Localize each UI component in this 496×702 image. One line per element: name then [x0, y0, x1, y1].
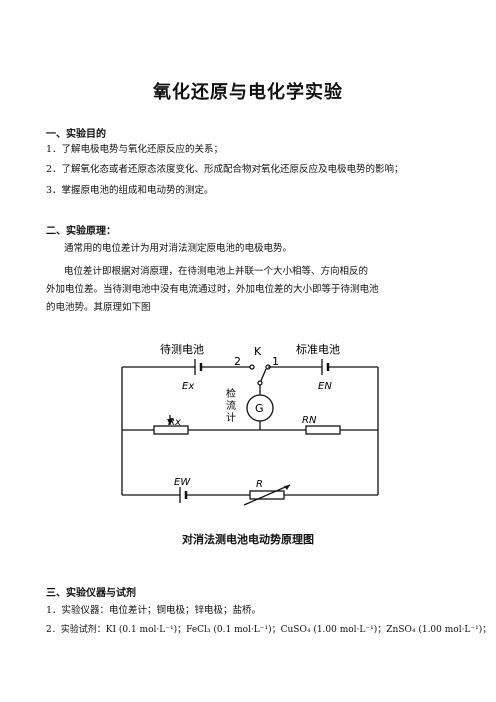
label-galvanometer-2: 流 [226, 399, 236, 412]
label-g: G [255, 402, 264, 415]
label-ew: EW [174, 477, 191, 488]
resistor-rn [305, 425, 341, 435]
label-contact-2: 2 [234, 355, 241, 368]
equipment-item: 2．实验试剂：KI (0.1 mol·L⁻¹)；FeCl₃ (0.1 mol·L… [46, 625, 492, 635]
principle-line: 外加电位差。当待测电池中没有电流通过时，外加电位差的大小即等于待测电池 [46, 284, 379, 295]
section-heading-principle: 二、实验原理： [46, 226, 116, 237]
objective-item: 2．了解氧化态或者还原态浓度变化、形成配合物对氧化还原反应及电极电势的影响； [46, 164, 404, 175]
figure-caption: 对消法测电池电动势原理图 [182, 533, 314, 546]
principle-line: 电位差计即根据对消原理，在待测电池上并联一个大小相等、方向相反的 [64, 266, 369, 277]
label-r: R [256, 479, 263, 490]
label-switch-k: K [254, 345, 262, 358]
label-rn: RN [302, 415, 317, 426]
label-en: EN [318, 381, 332, 392]
section-heading-equipment: 三、实验仪器与试剂 [46, 588, 136, 599]
label-galvanometer-1: 检 [226, 387, 236, 400]
label-standard-cell: 标准电池 [296, 342, 340, 356]
section-heading-objectives: 一、实验目的 [46, 129, 106, 140]
variable-arrow-head [284, 485, 290, 490]
label-contact-1: 1 [272, 355, 279, 368]
label-ex: Ex [182, 381, 194, 392]
label-rx: Rx [168, 417, 181, 428]
principle-line: 通常用的电位差计为用对消法测定原电池的电极电势。 [64, 243, 293, 254]
switch-contact-2 [249, 364, 255, 370]
circuit-diagram: 待测电池 标准电池 K 2 1 Ex EN Rx RN EW R G 检 流 计 [121, 342, 379, 506]
page-title: 氧化还原与电化学实验 [153, 82, 343, 103]
equipment-item: 1．实验仪器：电位差计；铜电极；锌电极；盐桥。 [46, 605, 262, 616]
switch-pivot [257, 380, 263, 386]
objective-item: 1．了解电极电势与氧化还原反应的关系； [46, 144, 224, 155]
principle-line: 的电池势。其原理如下图 [46, 302, 151, 313]
slider-arrow-head [167, 419, 173, 425]
objective-item: 3．掌握原电池的组成和电动势的测定。 [46, 185, 214, 196]
label-galvanometer-3: 计 [226, 411, 236, 424]
label-test-cell: 待测电池 [160, 342, 204, 356]
variable-resistor-arrow [243, 484, 291, 506]
